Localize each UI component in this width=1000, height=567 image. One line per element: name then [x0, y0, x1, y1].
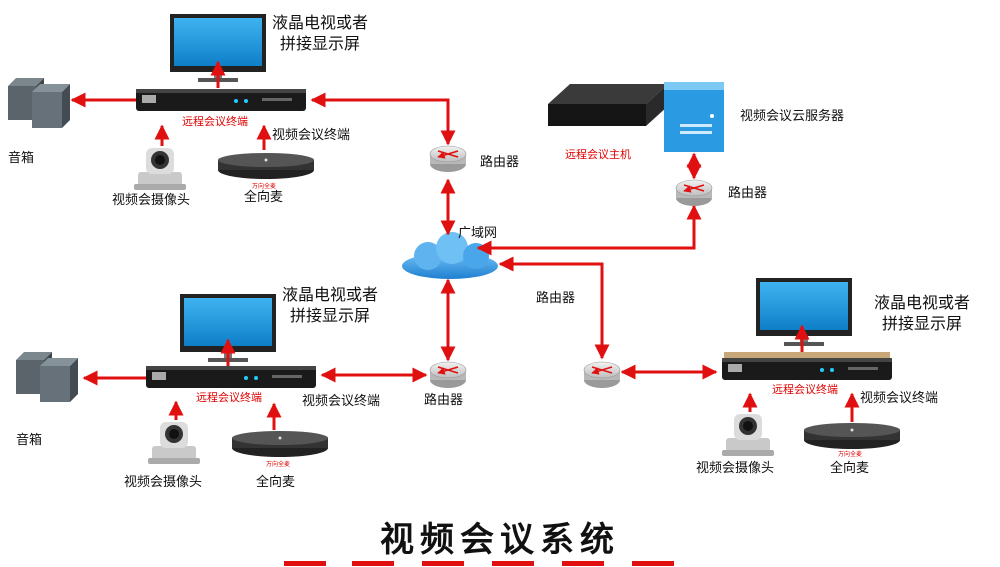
left-display-label: 液晶电视或者 拼接显示屏 — [282, 284, 378, 326]
left-display-line2: 拼接显示屏 — [290, 306, 371, 325]
right-display-line2: 拼接显示屏 — [882, 314, 963, 333]
left-router-label: 路由器 — [424, 393, 464, 408]
left-terminal-icon — [146, 366, 316, 388]
title-underline-dash — [352, 561, 394, 566]
link-cloud-right-router — [498, 256, 610, 360]
top-speaker-icon — [8, 78, 70, 128]
title-underline-dash — [632, 561, 674, 566]
left-camera-icon — [148, 422, 200, 464]
right-mic-tag: 万向全麦 — [838, 451, 863, 458]
top-display-label: 液晶电视或者 拼接显示屏 — [272, 12, 368, 54]
left-terminal-label: 视频会议终端 — [302, 394, 381, 409]
right-camera-label: 视频会摄像头 — [696, 461, 775, 476]
cloud-icon — [402, 232, 498, 279]
top-display-line2: 拼接显示屏 — [280, 34, 361, 53]
left-mic-icon — [232, 431, 328, 457]
top-display-line1: 液晶电视或者 — [272, 13, 369, 32]
top-link-router — [310, 92, 456, 146]
top-terminal-tag: 远程会议终端 — [182, 115, 248, 128]
host-server-icon — [548, 84, 668, 126]
title-underline-dash — [422, 561, 464, 566]
title-underline-dash — [562, 561, 604, 566]
left-speaker-label: 音箱 — [16, 433, 43, 448]
right-display-line1: 液晶电视或者 — [874, 293, 971, 312]
top-mic-label: 全向麦 — [244, 190, 284, 205]
top-camera-icon — [134, 148, 186, 190]
title-underline-dash — [284, 561, 326, 566]
right-display-icon — [756, 278, 852, 346]
server-router-label: 路由器 — [728, 186, 768, 201]
left-display-line1: 液晶电视或者 — [282, 285, 379, 304]
top-speaker-label: 音箱 — [8, 151, 35, 166]
top-mic-icon — [218, 153, 314, 179]
left-terminal-tag: 远程会议终端 — [196, 391, 262, 404]
top-router-icon — [430, 146, 466, 172]
right-terminal-label: 视频会议终端 — [860, 391, 939, 406]
left-router-icon — [430, 362, 466, 388]
top-terminal-label: 视频会议终端 — [272, 128, 351, 143]
wan-label: 广域网 — [458, 226, 498, 241]
link-cloud-server-router — [476, 204, 702, 256]
top-router-label: 路由器 — [480, 155, 520, 170]
server-router-icon — [676, 180, 712, 206]
left-speaker-icon — [16, 352, 78, 402]
cloud-server-icon — [664, 82, 724, 152]
right-display-label: 液晶电视或者 拼接显示屏 — [874, 292, 970, 334]
left-mic-tag: 万向全麦 — [266, 461, 291, 468]
right-terminal-tag: 远程会议终端 — [772, 383, 838, 396]
top-terminal-icon — [136, 89, 306, 111]
right-terminal-icon — [722, 358, 892, 380]
diagram-title: 视频会议系统 — [380, 520, 620, 560]
host-label: 远程会议主机 — [565, 148, 631, 161]
right-router-label: 路由器 — [536, 291, 576, 306]
right-mic-label: 全向麦 — [830, 461, 870, 476]
cloud-server-label: 视频会议云服务器 — [740, 109, 845, 124]
left-mic-label: 全向麦 — [256, 475, 296, 490]
left-camera-label: 视频会摄像头 — [124, 475, 203, 490]
title-underline-dash — [492, 561, 534, 566]
top-mic-tag: 万向全麦 — [252, 183, 277, 190]
right-router-icon — [584, 362, 620, 388]
right-terminal-top — [724, 352, 890, 360]
right-camera-icon — [722, 414, 774, 456]
top-camera-label: 视频会摄像头 — [112, 193, 191, 208]
